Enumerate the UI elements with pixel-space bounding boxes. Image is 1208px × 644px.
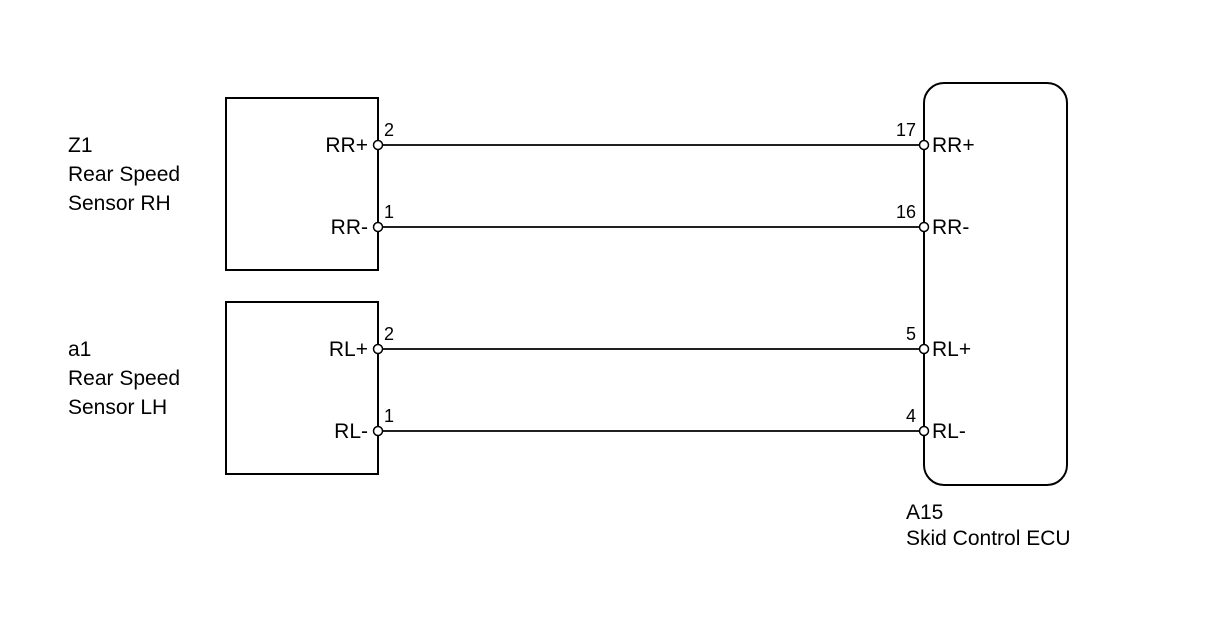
a15-terminal-rl-minus [918,425,930,437]
a15-pin-label-rl-minus: RL- [932,420,966,443]
z1-pin-label-rr-plus: RR+ [325,134,368,157]
a1-sensor-box [225,301,379,475]
a1-name-line2: Sensor LH [68,396,167,419]
a15-pin-number-16: 16 [896,202,916,222]
a1-pin-number-1: 1 [384,406,394,426]
a1-terminal-rl-minus [372,425,384,437]
z1-pin-number-2: 2 [384,120,394,140]
z1-name-line2: Sensor RH [68,192,171,215]
a15-pin-number-4: 4 [906,406,916,426]
a15-pin-number-5: 5 [906,324,916,344]
a15-terminal-rr-minus [918,221,930,233]
z1-pin-number-1: 1 [384,202,394,222]
a1-pin-number-2: 2 [384,324,394,344]
a15-name-label: Skid Control ECU [906,527,1071,550]
a15-pin-number-17: 17 [896,120,916,140]
z1-name-line1: Rear Speed [68,163,180,186]
a15-terminal-rl-plus [918,343,930,355]
a1-name-line1: Rear Speed [68,367,180,390]
z1-pin-label-rr-minus: RR- [331,216,368,239]
a15-pin-label-rl-plus: RL+ [932,338,971,361]
a1-code-label: a1 [68,338,91,361]
a15-pin-label-rr-minus: RR- [932,216,969,239]
a15-code-label: A15 [906,501,943,524]
a1-pin-label-rl-plus: RL+ [329,338,368,361]
a1-terminal-rl-plus [372,343,384,355]
a15-pin-label-rr-plus: RR+ [932,134,975,157]
z1-terminal-rr-minus [372,221,384,233]
z1-terminal-rr-plus [372,139,384,151]
z1-code-label: Z1 [68,134,93,157]
z1-sensor-box [225,97,379,271]
a1-pin-label-rl-minus: RL- [334,420,368,443]
a15-terminal-rr-plus [918,139,930,151]
a15-ecu-box [923,82,1068,486]
